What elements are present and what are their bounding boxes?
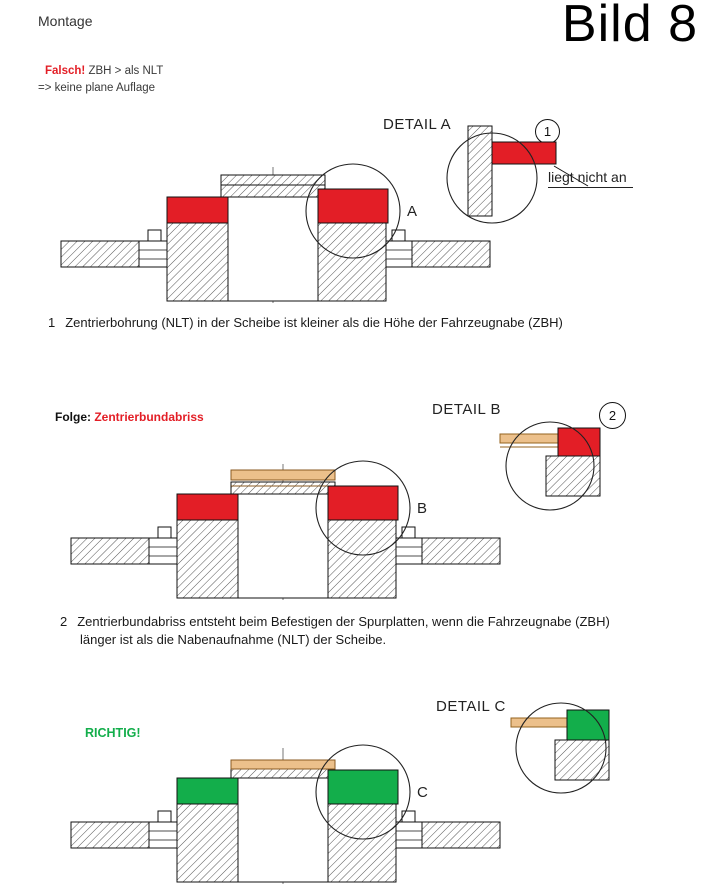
spacer-left-highlight [166,196,229,224]
caption-2-number: 2 [60,614,68,629]
view-label-c: C [417,784,428,801]
main-drawing-3: C [70,744,501,884]
figure-label: Bild 8 [561,0,698,53]
detail-callout-circle [315,460,411,556]
correct-label: RICHTIG! [85,726,141,740]
caption-2-line1: Zentrierbundabriss entsteht beim Befesti… [77,614,610,629]
detail-b-number-badge: 2 [599,402,626,429]
warning-rest: ZBH > als NLT [85,65,164,77]
caption-1: 1 Zentrierbohrung (NLT) in der Scheibe i… [48,314,563,332]
hub-section [554,739,610,781]
detail-view-circle [505,421,595,511]
detail-a-annotation: liegt nicht an [548,169,633,188]
spacer-right-highlight-ok [327,769,399,805]
detail-callout-circle [315,744,411,840]
detail-c-drawing [510,702,610,794]
caption-1-text: Zentrierbohrung (NLT) in der Scheibe ist… [65,315,563,330]
annotation-leader-line [553,165,589,187]
warning-text: Falsch! ZBH > als NLT [45,65,163,77]
detail-view-circle [446,132,538,224]
spacer-highlight-ok [566,709,610,741]
seat-strip [510,717,568,728]
view-label-a: A [407,203,417,220]
detail-b-drawing [499,421,601,511]
warning-keyword: Falsch! [45,65,86,77]
spacer-left-highlight [176,493,239,521]
consequence-keyword: Folge: [55,410,91,424]
protruding-hub-section [220,174,326,186]
main-drawing-1: A [60,163,491,303]
caption-2: 2 Zentrierbundabriss entsteht beim Befes… [60,613,610,649]
spacer-right-highlight [327,485,399,521]
detail-view-circle [515,702,607,794]
detail-callout-circle [305,163,401,259]
hub-wall-section [467,125,493,217]
torn-collar-strip [230,469,336,481]
detail-b-title: DETAIL B [432,401,502,418]
detail-a-title: DETAIL A [383,116,452,133]
spacer-left-highlight-ok [176,777,239,805]
spacer-right-highlight [317,188,389,224]
page-title: Montage [38,13,93,29]
caption-2-line2: länger ist als die Nabenaufnahme (NLT) d… [80,632,387,647]
consequence-text: Folge: Zentrierbundabriss [55,410,204,424]
detail-c-title: DETAIL C [436,698,506,715]
warning-line2: => keine plane Auflage [38,82,156,94]
torn-collar-strip [499,433,559,444]
spacer-no-contact-highlight [491,141,557,165]
hub-section [545,455,601,497]
view-label-b: B [417,500,427,517]
consequence-term: Zentrierbundabriss [91,410,204,424]
detail-a-drawing [446,125,589,224]
caption-1-number: 1 [48,315,56,330]
main-drawing-2: B [70,460,501,600]
seat-strip [230,759,336,770]
